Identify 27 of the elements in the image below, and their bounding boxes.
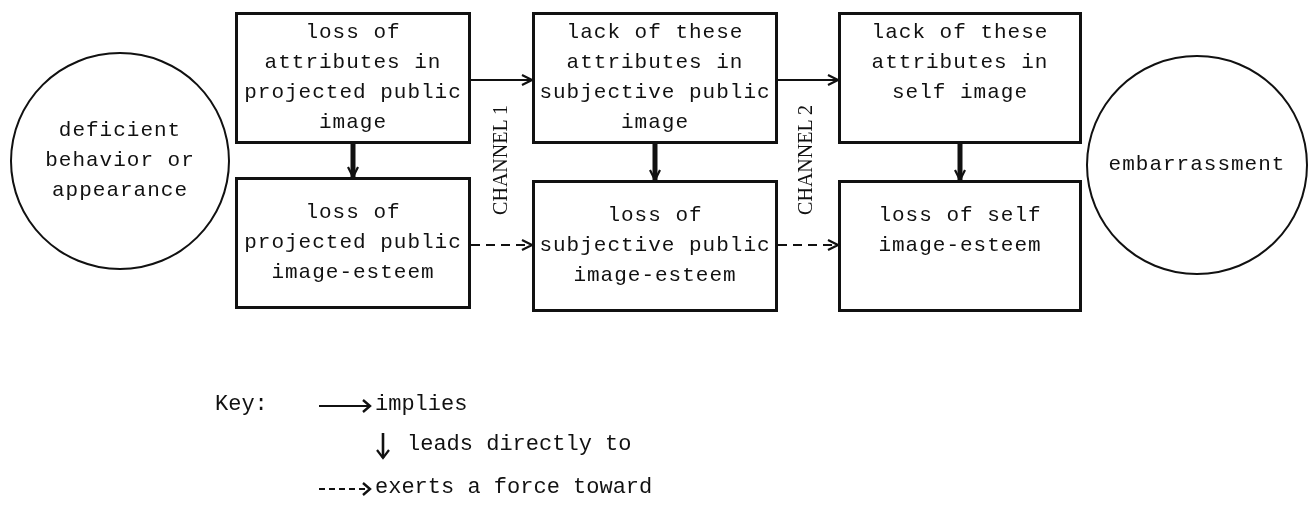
process-box [532,12,778,144]
dashed-arrow [470,238,534,252]
process-box [532,180,778,312]
node-text: loss of subjective public image-esteem [538,203,772,289]
node-text: loss of self image-esteem [877,203,1043,259]
key-heading: Key: [215,392,268,417]
legend-text: leads directly to [407,432,632,457]
node-text: loss of projected public image-esteem [243,200,463,286]
arrow [953,144,967,182]
channel-label: CHANNEL 1 [490,104,510,217]
node-text: deficient behavior or appearance [44,118,196,204]
legend-text: exerts a force toward [375,475,653,500]
legend-text: implies [375,392,468,417]
node-text: loss of attributes in projected public image [243,20,463,136]
node-text: lack of these attributes in subjective public image [538,20,772,136]
channel-label: CHANNEL 2 [795,104,815,217]
process-box [235,12,471,144]
node-text: embarrassment [1108,152,1286,178]
dashed-arrow [777,238,840,252]
node-text: lack of these attributes in self image [870,20,1050,106]
process-box [838,12,1082,144]
arrow [648,144,662,182]
process-box [235,177,471,309]
arrow [777,73,840,87]
arrow [470,73,534,87]
process-box [838,180,1082,312]
arrow [346,144,360,179]
